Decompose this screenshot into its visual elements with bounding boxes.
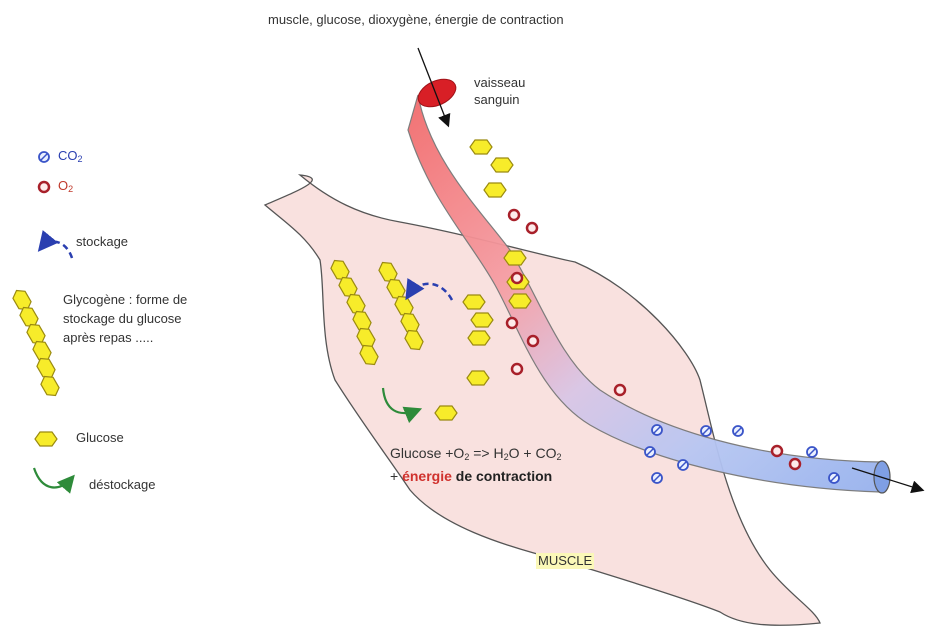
o2-molecule-icon — [512, 273, 522, 283]
legend-o2-sub: 2 — [68, 184, 73, 194]
legend-release-icon — [34, 468, 72, 487]
eq-part3: O + CO — [509, 445, 557, 461]
co2-molecule-icon — [652, 473, 662, 483]
legend-glycogen-label: Glycogène : forme de stockage du glucose… — [63, 290, 203, 347]
o2-molecule-icon — [527, 223, 537, 233]
glucose-hexagon-icon — [435, 406, 457, 420]
legend-o2-icon — [39, 182, 49, 192]
glucose-hexagon-icon — [491, 158, 513, 172]
eq-energy: énergie — [402, 468, 452, 484]
legend-glucose-label: Glucose — [76, 430, 124, 446]
legend-co2-text: CO — [58, 148, 78, 163]
eq-part1: Glucose +O — [390, 445, 464, 461]
glucose-hexagon-icon — [467, 371, 489, 385]
glucose-hexagon-icon — [468, 331, 490, 345]
equation-line2: + énergie de contraction — [390, 467, 552, 485]
legend-o2-label: O2 — [58, 178, 73, 194]
glucose-hexagon-icon — [509, 294, 531, 308]
eq-sub3: 2 — [556, 452, 561, 462]
legend-glycogen-icon — [10, 287, 61, 399]
legend-co2-sub: 2 — [78, 154, 83, 164]
legend-co2-label: CO2 — [58, 148, 83, 164]
legend-release-label: déstockage — [89, 477, 156, 493]
co2-molecule-icon — [645, 447, 655, 457]
vessel-label: vaisseau sanguin — [474, 74, 525, 108]
co2-molecule-icon — [807, 447, 817, 457]
legend-storage-label: stockage — [76, 234, 128, 250]
eq-part2: => H — [469, 445, 503, 461]
glucose-hexagon-icon — [463, 295, 485, 309]
legend-glucose-icon — [35, 432, 57, 446]
o2-molecule-icon — [772, 446, 782, 456]
co2-molecule-icon — [829, 473, 839, 483]
glucose-hexagon-icon — [470, 140, 492, 154]
equation-line1: Glucose +O2 => H2O + CO2 — [390, 444, 561, 462]
co2-molecule-icon — [652, 425, 662, 435]
glucose-hexagon-icon — [471, 313, 493, 327]
diagram-title: muscle, glucose, dioxygène, énergie de c… — [268, 12, 564, 28]
co2-molecule-icon — [678, 460, 688, 470]
o2-molecule-icon — [615, 385, 625, 395]
vessel-label-line2: sanguin — [474, 92, 520, 107]
co2-molecule-icon — [701, 426, 711, 436]
eq-rest: de contraction — [452, 468, 552, 484]
glucose-hexagon-icon — [504, 251, 526, 265]
co2-molecule-icon — [733, 426, 743, 436]
eq-plus: + — [390, 468, 402, 484]
legend-storage-icon — [41, 242, 72, 258]
o2-molecule-icon — [507, 318, 517, 328]
legend-o2-text: O — [58, 178, 68, 193]
o2-molecule-icon — [790, 459, 800, 469]
legend-co2-icon — [39, 152, 49, 162]
o2-molecule-icon — [509, 210, 519, 220]
o2-molecule-icon — [528, 336, 538, 346]
glucose-hexagon-icon — [484, 183, 506, 197]
vessel-label-line1: vaisseau — [474, 75, 525, 90]
muscle-label: MUSCLE — [536, 553, 594, 569]
o2-molecule-icon — [512, 364, 522, 374]
